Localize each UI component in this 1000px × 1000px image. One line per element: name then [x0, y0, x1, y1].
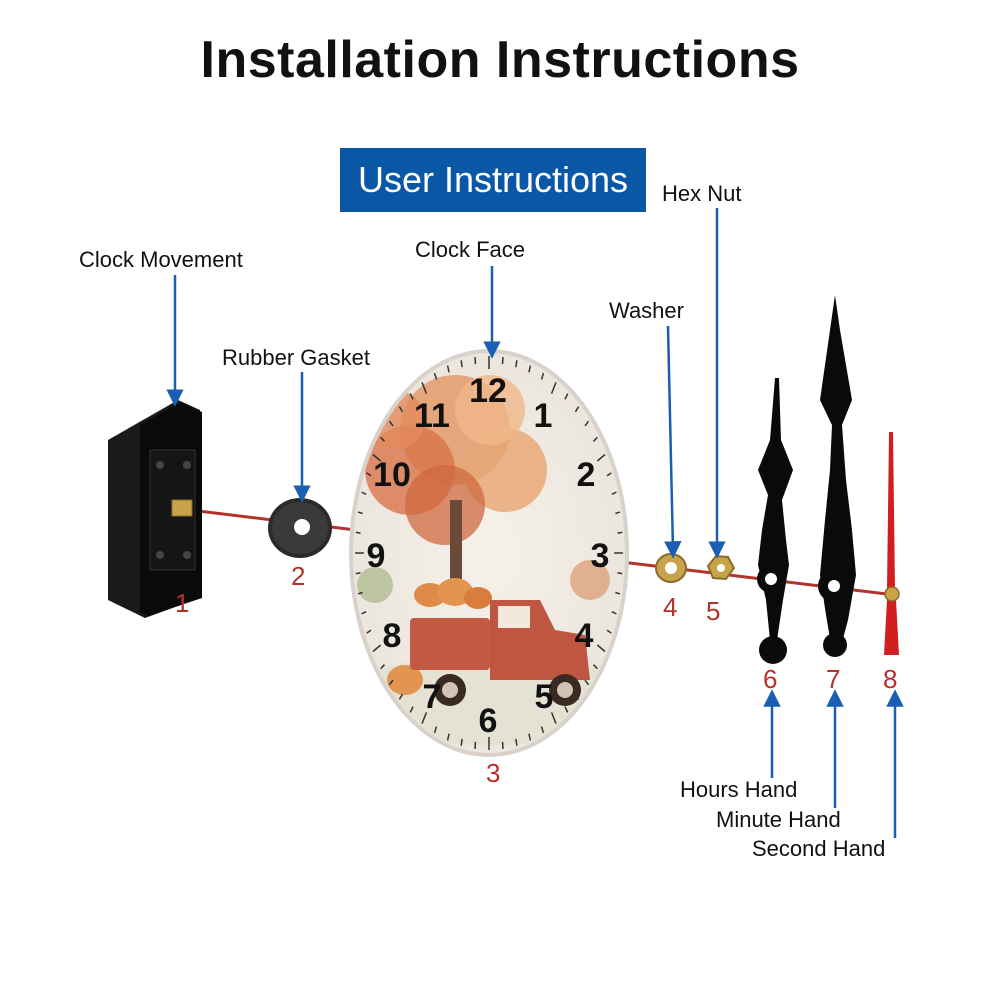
- dial-tick: [528, 733, 532, 741]
- dial-tick: [574, 406, 580, 413]
- dial-tick: [611, 611, 617, 615]
- dial-numeral-4: 4: [575, 617, 594, 655]
- dial-tick: [446, 733, 450, 741]
- dial-tick: [366, 629, 372, 634]
- dial-tick: [617, 531, 623, 534]
- dial-tick: [584, 679, 590, 686]
- dial-numeral-9: 9: [367, 537, 386, 575]
- number-hours-hand: 6: [763, 664, 778, 694]
- dial-tick: [361, 611, 367, 615]
- dial-tick: [611, 491, 617, 495]
- dial-tick: [564, 706, 569, 713]
- dial-tick-marks: [355, 356, 623, 750]
- dial-tick: [357, 591, 363, 595]
- dial-tick: [380, 436, 386, 442]
- dial-numeral-10: 10: [373, 456, 411, 494]
- dial-tick: [433, 726, 438, 734]
- label-hex-nut: Hex Nut: [662, 181, 742, 206]
- dial-tick: [388, 420, 394, 427]
- dial-numeral-3: 3: [591, 537, 610, 575]
- clock-face-illustration: [349, 349, 629, 757]
- label-hours-hand: Hours Hand: [680, 777, 798, 802]
- dial-tick: [355, 531, 361, 534]
- dial-tick: [617, 572, 623, 575]
- number-hex-nut: 5: [706, 596, 721, 626]
- dial-numeral-8: 8: [383, 617, 402, 655]
- dial-tick: [606, 629, 612, 634]
- dial-tick: [357, 511, 363, 515]
- dial-tick: [515, 360, 518, 368]
- dial-tick: [592, 436, 598, 442]
- dial-tick: [460, 360, 463, 368]
- dial-tick: [372, 453, 382, 462]
- dial-tick: [355, 572, 361, 575]
- dial-tick: [409, 393, 414, 400]
- washer-arrow: [664, 325, 682, 559]
- dial-numeral-1: 1: [534, 397, 553, 435]
- second-hand-illustration: [884, 432, 900, 655]
- label-second-hand: Second Hand: [752, 836, 886, 861]
- dial-tick: [421, 382, 428, 394]
- dial-tick: [515, 738, 518, 746]
- dial-tick: [528, 365, 532, 373]
- dial-tick: [564, 393, 569, 400]
- number-minute-hand: 7: [826, 664, 841, 694]
- number-second-hand: 8: [883, 664, 898, 694]
- clock-movement-illustration: [108, 400, 202, 618]
- dial-tick: [584, 420, 590, 427]
- dial-numeral-12: 12: [469, 372, 507, 410]
- number-clock-face: 3: [486, 758, 501, 788]
- number-clock-movement: 1: [175, 588, 190, 618]
- label-clock-face: Clock Face: [415, 237, 526, 262]
- dial-tick: [615, 511, 621, 515]
- dial-tick: [550, 712, 557, 724]
- dial-tick: [574, 693, 580, 700]
- label-washer: Washer: [609, 298, 684, 323]
- page-title: Installation Instructions: [200, 31, 800, 89]
- dial-tick: [361, 491, 367, 495]
- dial-tick: [380, 664, 386, 670]
- dial-tick: [596, 644, 606, 653]
- user-instructions-banner: User Instructions: [340, 148, 646, 212]
- rubber-gasket-illustration: [268, 498, 332, 558]
- dial-tick: [421, 712, 428, 724]
- dial-tick: [372, 644, 382, 653]
- dial-tick: [540, 372, 545, 380]
- dial-tick: [409, 706, 414, 713]
- label-rubber-gasket: Rubber Gasket: [222, 345, 370, 370]
- label-clock-movement: Clock Movement: [79, 247, 243, 272]
- dial-tick: [398, 693, 404, 700]
- number-rubber-gasket: 2: [291, 561, 306, 591]
- dial-numeral-11: 11: [414, 397, 450, 435]
- dial-tick: [388, 679, 394, 686]
- number-washer: 4: [663, 592, 678, 622]
- dial-tick: [592, 664, 598, 670]
- dial-tick: [398, 406, 404, 413]
- dial-tick: [366, 472, 372, 477]
- dial-tick: [550, 382, 557, 394]
- hours-hand-illustration: [757, 378, 793, 664]
- dial-numeral-7: 7: [423, 678, 442, 716]
- dial-tick: [606, 472, 612, 477]
- label-minute-hand: Minute Hand: [716, 807, 841, 832]
- dial-tick: [596, 453, 606, 462]
- dial-tick: [433, 372, 438, 380]
- dial-numeral-6: 6: [479, 702, 498, 740]
- minute-hand-illustration: [818, 295, 856, 657]
- dial-tick: [460, 738, 463, 746]
- dial-numeral-5: 5: [535, 678, 554, 716]
- dial-tick: [615, 591, 621, 595]
- dial-tick: [446, 365, 450, 373]
- dial-tick: [540, 726, 545, 734]
- dial-numeral-2: 2: [577, 456, 596, 494]
- washer-illustration: [655, 553, 687, 583]
